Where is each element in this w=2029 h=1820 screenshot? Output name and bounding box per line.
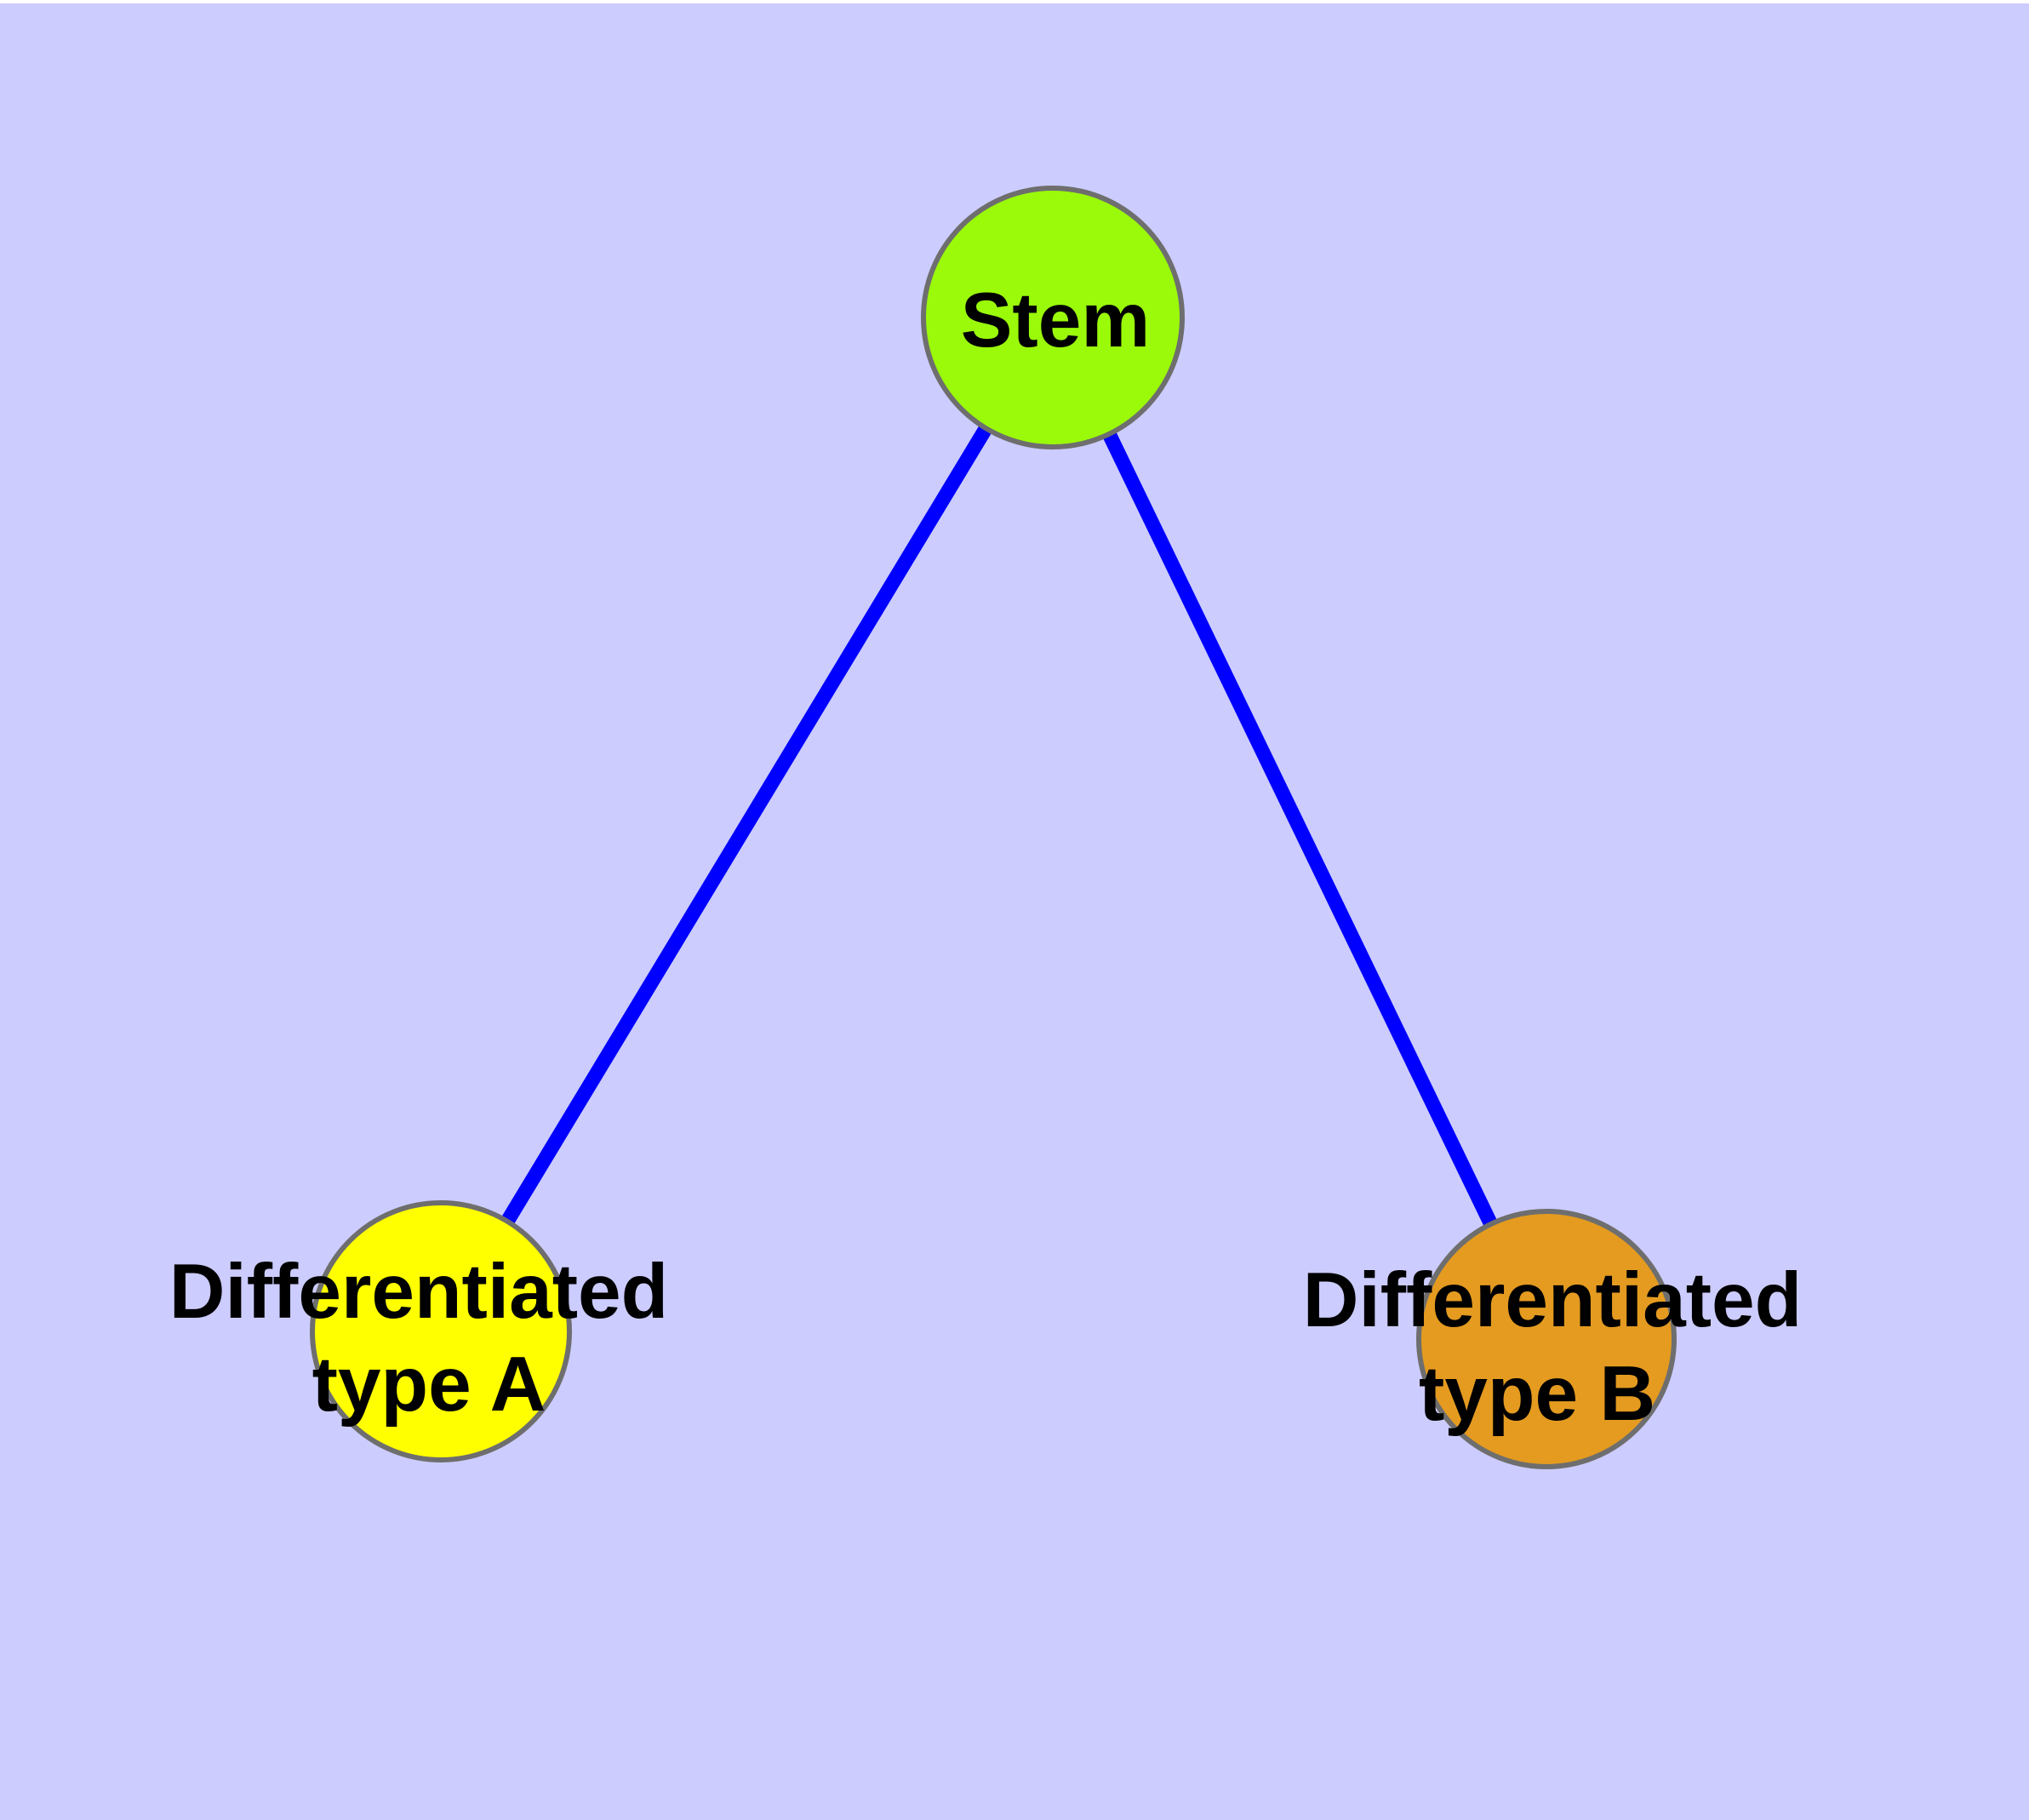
- node-stem: [921, 186, 1185, 449]
- node-label-stem: Stem: [961, 278, 1151, 363]
- node-differentiated-type-a: [310, 1200, 572, 1462]
- edge-stem-to-type-b: [1046, 314, 1553, 1342]
- node-label-type-a-line-2: type A: [312, 1342, 546, 1428]
- node-label-type-b-line-2: type B: [1419, 1351, 1655, 1437]
- top-window-edge: [0, 0, 2029, 3]
- node-label-type-b-line-1: Differentiated: [1303, 1257, 1803, 1343]
- node-label-type-a-line-1: Differentiated: [169, 1249, 669, 1335]
- edge-stem-to-type-a: [434, 313, 1060, 1336]
- node-differentiated-type-b: [1416, 1209, 1677, 1469]
